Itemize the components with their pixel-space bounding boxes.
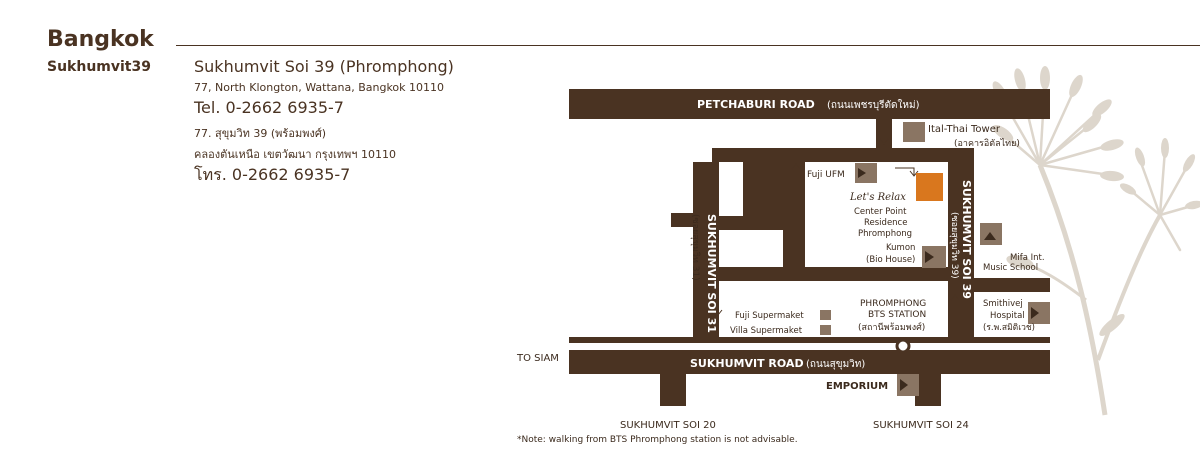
address-tel: Tel. 0-2662 6935-7	[194, 98, 344, 117]
smithivej-label-1: Smithivej	[983, 299, 1023, 309]
ital-thai-thai-label: (อาคารอิตัลไทย)	[954, 138, 1020, 149]
center-point-label-2: Residence	[864, 218, 907, 228]
station-line	[569, 337, 1050, 343]
roads	[569, 89, 1050, 406]
sukhumvit-road	[569, 350, 1050, 374]
bts-label-2: BTS STATION	[868, 310, 926, 320]
soi-39-road	[948, 148, 974, 337]
soi-39-thai-label: (ซอยสุขุมวิท 39)	[949, 212, 960, 279]
emporium-arrow-icon	[900, 379, 908, 391]
soi-24-label: SUKHUMVIT SOI 24	[873, 420, 969, 431]
east-lane	[974, 278, 1050, 292]
fuji-supermarket-marker-icon	[820, 310, 831, 320]
bts-station-icon	[895, 338, 911, 354]
smithivej-arrow-icon	[1031, 307, 1039, 319]
soi-31-thai-label: (ซอยสุขุมวิท 31)	[690, 214, 701, 281]
bts-thai-label: (สถานีพร้อมพงศ์)	[858, 321, 925, 333]
soi-39-label: SUKHUMVIT SOI 39	[960, 180, 973, 299]
smithivej-label-2: Hospital	[990, 311, 1025, 321]
address-street: 77, North Klongton, Wattana, Bangkok 101…	[194, 81, 445, 94]
left-lane-block	[743, 162, 783, 216]
villa-supermarket-label: Villa Supermaket	[730, 326, 803, 336]
to-siam-label: TO SIAM	[516, 353, 559, 364]
direction-arrows	[713, 124, 960, 330]
soi-20-road	[660, 374, 686, 406]
lets-relax-label: Let's Relax	[849, 192, 906, 203]
kumon-label-1: Kumon	[886, 243, 915, 253]
address-thai-street: 77. สุขุมวิท 39 (พร้อมพงศ์)	[194, 127, 327, 140]
cross-lane	[693, 267, 948, 281]
inner-block-left	[783, 162, 805, 280]
center-point-label-1: Center Point	[854, 207, 907, 217]
soi-20-label: SUKHUMVIT SOI 20	[620, 420, 716, 431]
city-title: Bangkok	[47, 27, 154, 52]
fuji-supermarket-label: Fuji Supermaket	[735, 311, 804, 321]
ital-thai-tower-marker-icon	[903, 122, 925, 142]
fuji-ufm-arrow-icon	[858, 168, 866, 178]
fuji-ufm-label: Fuji UFM	[807, 170, 845, 180]
emporium-label: EMPORIUM	[826, 381, 888, 392]
walking-note: *Note: walking from BTS Phromphong stati…	[517, 435, 798, 445]
petchaburi-label: PETCHABURI ROAD	[697, 98, 815, 111]
mifa-label-2: Music School	[983, 263, 1038, 273]
petchaburi-road	[569, 89, 1050, 119]
branch-title: Sukhumvit39	[47, 59, 151, 75]
petchaburi-thai-label: (ถนนเพชรบุรีตัดใหม่)	[827, 99, 920, 111]
smithivej-thai-label: (ร.พ.สมิติเวช)	[983, 323, 1035, 333]
address-name: Sukhumvit Soi 39 (Phromphong)	[194, 57, 454, 76]
top-lane	[712, 148, 974, 162]
sukhumvit-road-thai-label: (ถนนสุขุมวิท)	[806, 359, 865, 370]
lets-relax-marker-icon	[916, 173, 943, 201]
header-rule	[176, 45, 1200, 46]
center-point-label-3: Phromphong	[858, 229, 912, 239]
soi-24-road	[915, 374, 941, 406]
west-stub-road	[671, 213, 719, 227]
bts-label-1: PHROMPHONG	[860, 299, 926, 309]
address-thai-tel: โทร. 0-2662 6935-7	[194, 165, 351, 184]
address-thai-district: คลองตันเหนือ เขตวัฒนา กรุงเทพฯ 10110	[194, 148, 396, 161]
soi-31-road	[693, 162, 719, 337]
soi-31-label: SUKHUMVIT SOI 31	[705, 214, 718, 333]
ital-thai-label: Ital-Thai Tower	[928, 124, 1001, 135]
villa-supermarket-marker-icon	[820, 325, 831, 335]
decorative-flower-icon	[992, 66, 1200, 416]
sukhumvit-road-label: SUKHUMVIT ROAD	[690, 357, 804, 370]
mifa-arrow-icon	[984, 232, 996, 240]
kumon-label-2: (Bio House)	[866, 255, 915, 265]
middle-lane	[719, 216, 783, 230]
kumon-arrow-icon	[925, 251, 934, 263]
mifa-label-1: Mifa Int.	[1010, 253, 1045, 263]
